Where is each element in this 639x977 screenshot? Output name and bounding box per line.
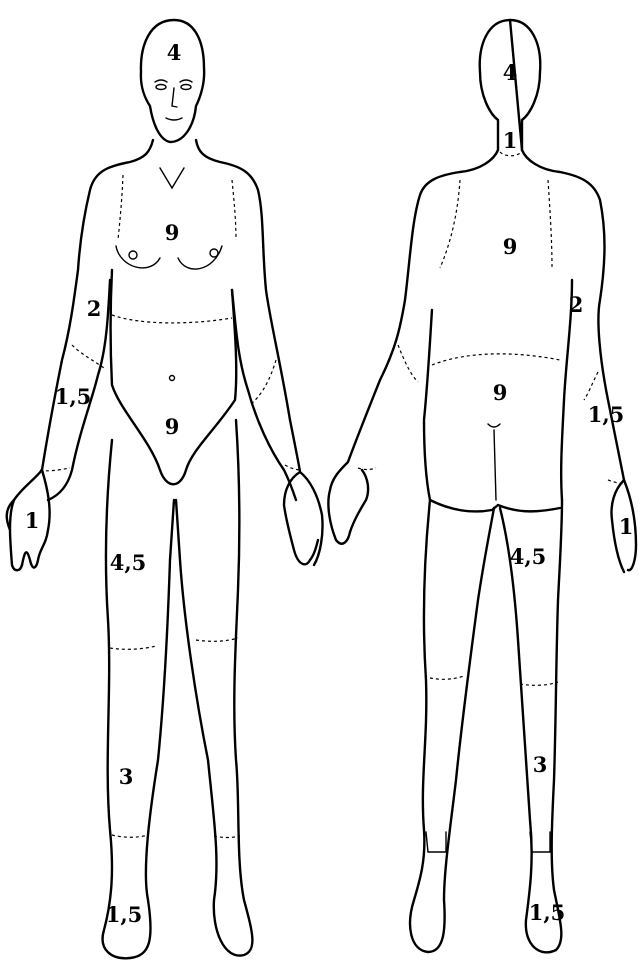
label-back-foot-left: 1,5	[529, 900, 566, 925]
label-front-forearm-left: 1,5	[55, 384, 92, 409]
front-nipple-left	[129, 251, 137, 259]
label-front-thigh-left: 4,5	[110, 550, 147, 575]
label-back-upper-arm-right: 2	[569, 292, 584, 317]
label-back-lower-leg-left: 3	[533, 752, 548, 777]
label-front-foot-left: 1,5	[106, 902, 143, 927]
label-back-hand-right: 1	[619, 514, 634, 539]
front-navel	[170, 376, 175, 381]
back-torso-outline	[328, 150, 636, 570]
front-nipple-right	[210, 249, 218, 257]
back-region-dividers	[358, 152, 626, 685]
back-hand-left	[350, 470, 368, 532]
back-labels: 4 1 9 2 1,5 9 1 4,5 3 1,5	[493, 60, 634, 925]
front-head	[141, 20, 204, 142]
label-front-upper-arm-left: 2	[87, 296, 102, 321]
label-back-forearm-right: 1,5	[588, 402, 625, 427]
label-back-thigh-left: 4,5	[510, 544, 547, 569]
front-legs	[103, 420, 253, 958]
label-front-abdomen: 9	[165, 414, 180, 439]
label-front-head: 4	[167, 40, 182, 65]
label-front-chest: 9	[165, 220, 180, 245]
front-region-dividers	[40, 175, 302, 838]
front-figure	[7, 20, 323, 958]
label-back-upper-back: 9	[503, 234, 518, 259]
front-labels: 4 9 2 1,5 9 1 4,5 3 1,5	[25, 40, 182, 927]
label-back-head: 4	[503, 60, 518, 85]
front-torso-outline	[10, 140, 323, 570]
label-back-neck: 1	[503, 128, 518, 153]
front-torso-body	[111, 270, 237, 484]
label-front-hand-left: 1	[25, 508, 40, 533]
front-chest-curves	[116, 246, 222, 269]
back-figure	[328, 20, 636, 952]
front-neck-notch	[160, 168, 184, 188]
back-gluteal-cleft	[488, 424, 500, 500]
label-back-lower-back: 9	[493, 380, 508, 405]
front-face	[155, 80, 192, 120]
label-front-lower-leg-left: 3	[119, 764, 134, 789]
